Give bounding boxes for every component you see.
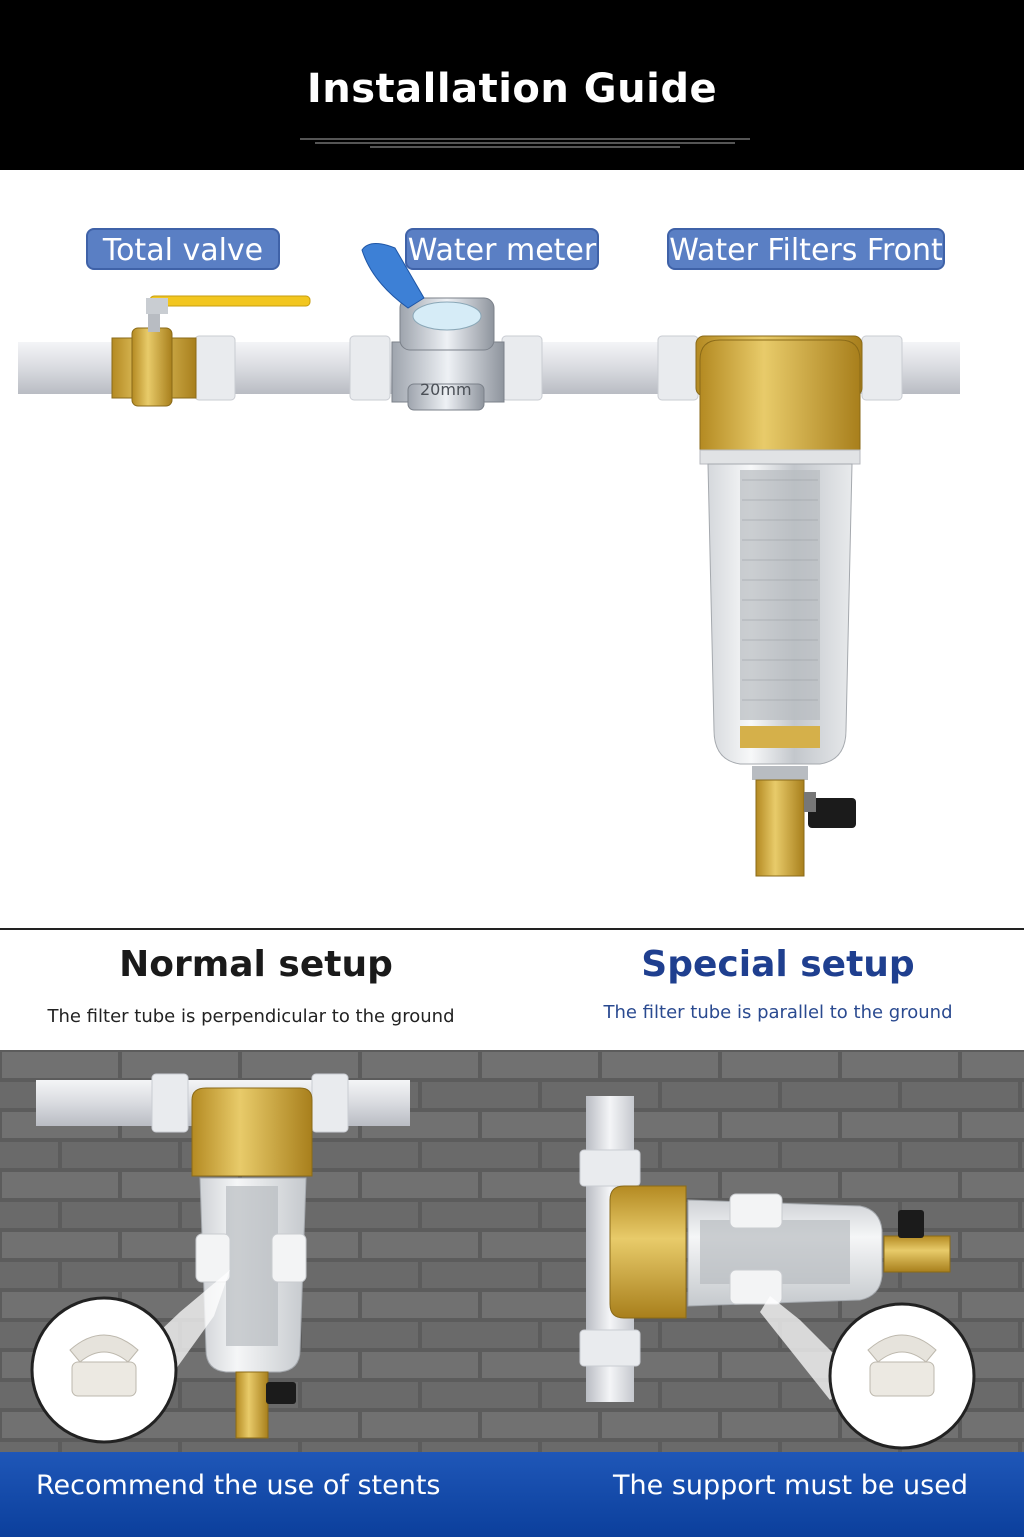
special-setup-title: Special setup	[641, 944, 915, 985]
special-setup-filter-icon	[579, 1096, 976, 1450]
footer-bar: Recommend the use of stents The support …	[0, 1452, 1024, 1537]
ball-valve-icon	[111, 295, 311, 407]
special-setup-subtitle: The filter tube is parallel to the groun…	[603, 1002, 953, 1023]
section-divider	[0, 928, 1024, 930]
page-title: Installation Guide	[306, 66, 718, 112]
fine-print-decoration	[300, 138, 750, 148]
label-water-filters-front: Water Filters Front	[667, 228, 945, 270]
label-water-meter: Water meter	[405, 228, 599, 270]
normal-setup-title: Normal setup	[119, 944, 393, 985]
footer-right-text: The support must be used	[613, 1470, 968, 1501]
setup-illustration-wall	[0, 1050, 1024, 1454]
water-filter-icon	[695, 335, 863, 877]
installation-diagram: 20mm Total valve Water meter Wa	[0, 170, 1024, 928]
pipeline-illustration: 20mm	[18, 243, 960, 877]
setup-comparison-illustration	[0, 1050, 1024, 1454]
footer-left-text: Recommend the use of stents	[36, 1470, 441, 1501]
normal-setup-subtitle: The filter tube is perpendicular to the …	[47, 1006, 455, 1027]
normal-setup-filter-icon	[30, 1073, 410, 1444]
meter-size-mark: 20mm	[420, 380, 472, 399]
header-bar: Installation Guide	[0, 0, 1024, 170]
water-meter-icon: 20mm	[361, 243, 505, 411]
label-total-valve: Total valve	[86, 228, 280, 270]
